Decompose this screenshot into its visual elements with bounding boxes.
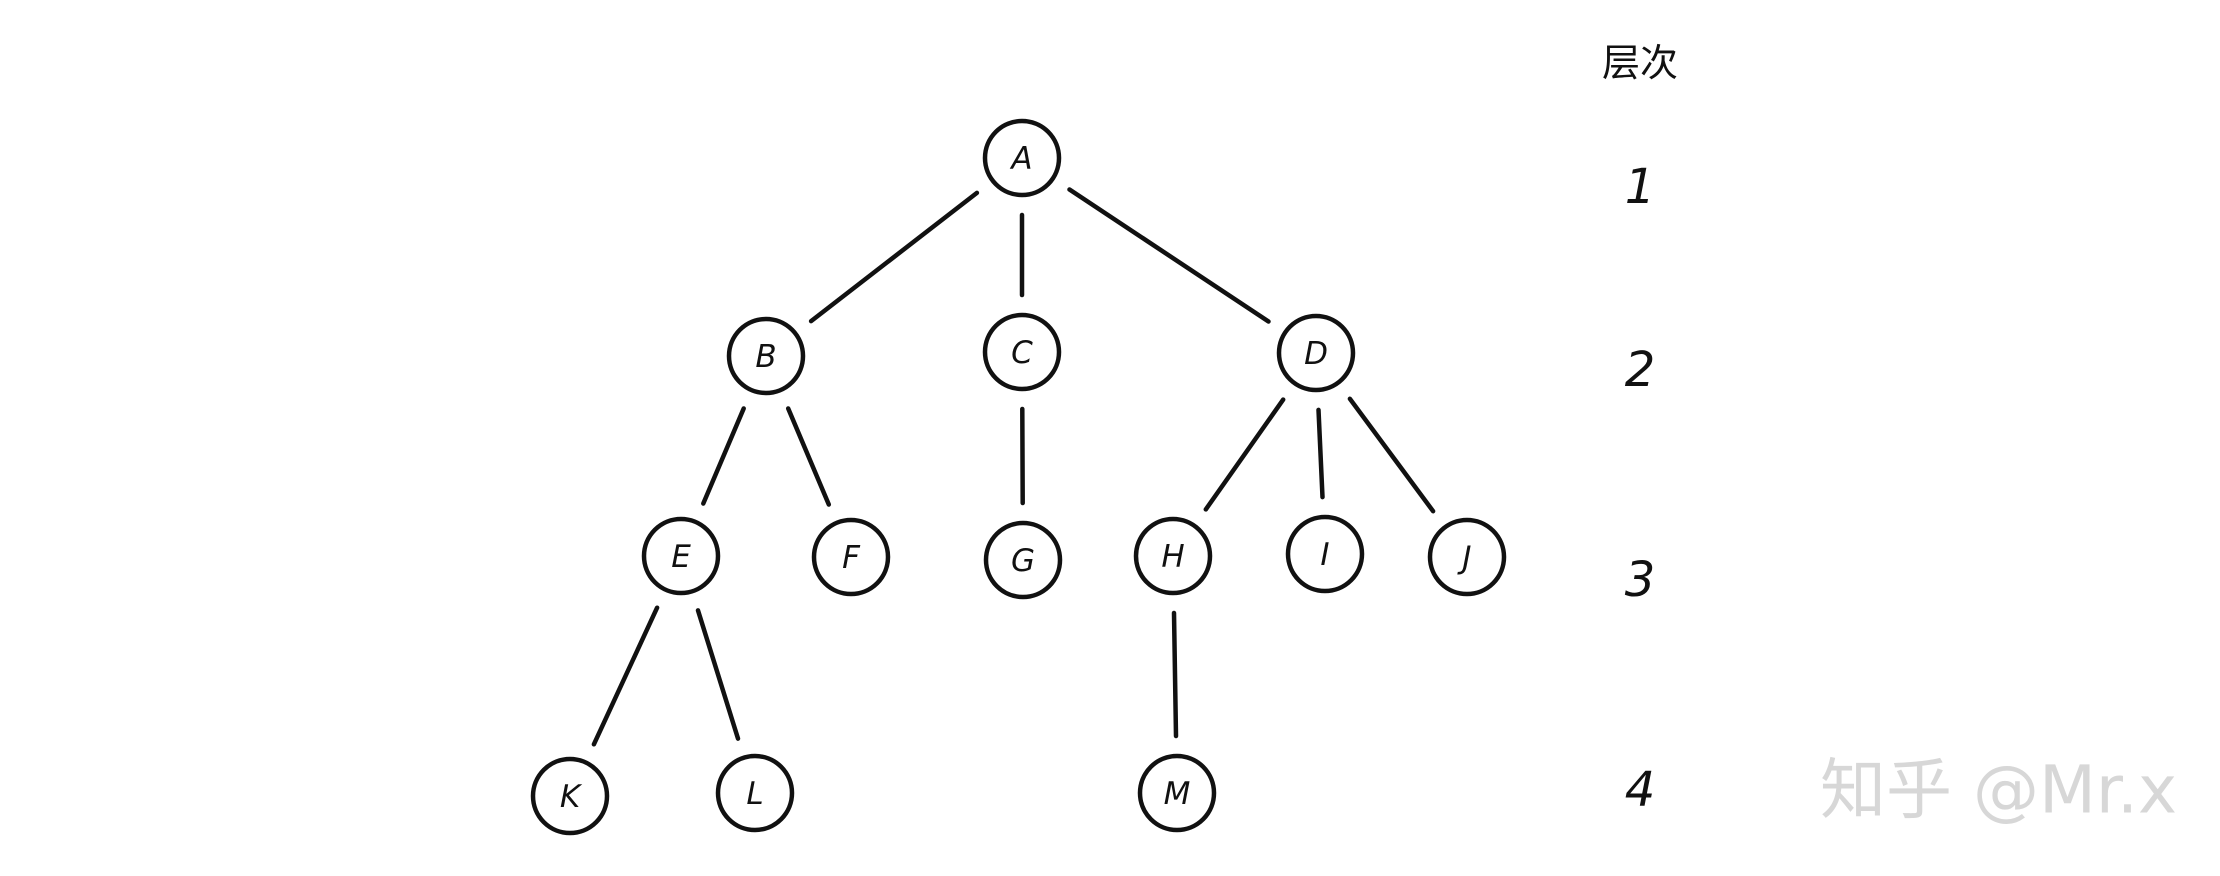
node-j: J	[1427, 517, 1507, 597]
level-column-title: 层次	[1602, 41, 1678, 85]
node-circle-h	[1133, 516, 1213, 596]
edges-layer	[591, 187, 1436, 747]
nodes-layer: A B C D E F G H I J K L M	[530, 118, 1507, 836]
edge-d-j	[1347, 396, 1436, 514]
node-m: M	[1137, 753, 1217, 833]
level-number-4: 4	[1625, 762, 1656, 818]
node-a: A	[982, 118, 1062, 198]
node-circle-a	[982, 118, 1062, 198]
edge-d-h	[1203, 397, 1286, 512]
edge-e-l	[695, 608, 741, 741]
node-label-l: L	[746, 776, 763, 812]
node-label-m: M	[1164, 776, 1191, 812]
level-number-3: 3	[1625, 552, 1656, 608]
node-circle-l	[715, 753, 795, 833]
node-circle-b	[726, 316, 806, 396]
node-e: E	[641, 516, 721, 596]
edge-b-e	[701, 406, 746, 506]
node-label-d: D	[1304, 336, 1328, 372]
node-label-c: C	[1011, 335, 1033, 371]
level-column: 层次 1 2 3 4	[1602, 41, 1678, 818]
node-label-b: B	[755, 339, 776, 375]
node-i: I	[1285, 514, 1365, 594]
node-circle-f	[811, 517, 891, 597]
node-circle-d	[1276, 313, 1356, 393]
node-label-f: F	[842, 540, 861, 576]
edge-b-f	[785, 406, 832, 507]
node-c: C	[982, 312, 1062, 392]
node-l: L	[715, 753, 795, 833]
node-circle-j	[1427, 517, 1507, 597]
edge-a-b	[808, 190, 980, 324]
node-circle-e	[641, 516, 721, 596]
watermark-text: 知乎 @Mr.x	[1820, 752, 2177, 829]
edge-e-k	[591, 605, 660, 747]
node-label-k: K	[560, 779, 583, 815]
node-circle-c	[982, 312, 1062, 392]
node-circle-k	[530, 756, 610, 836]
node-label-e: E	[671, 539, 691, 575]
node-g: G	[983, 520, 1063, 600]
node-circle-m	[1137, 753, 1217, 833]
edge-a-d	[1067, 187, 1271, 324]
edge-d-i	[1316, 407, 1325, 500]
node-f: F	[811, 517, 891, 597]
level-number-1: 1	[1625, 159, 1656, 215]
node-k: K	[530, 756, 610, 836]
node-label-g: G	[1011, 543, 1035, 579]
level-number-2: 2	[1625, 342, 1656, 398]
node-h: H	[1133, 516, 1213, 596]
node-label-h: H	[1161, 539, 1184, 575]
node-d: D	[1276, 313, 1356, 393]
node-circle-g	[983, 520, 1063, 600]
edge-h-m	[1171, 610, 1179, 739]
node-label-a: A	[1009, 141, 1032, 177]
node-circle-i	[1285, 514, 1365, 594]
node-label-i: I	[1320, 537, 1329, 573]
node-b: B	[726, 316, 806, 396]
